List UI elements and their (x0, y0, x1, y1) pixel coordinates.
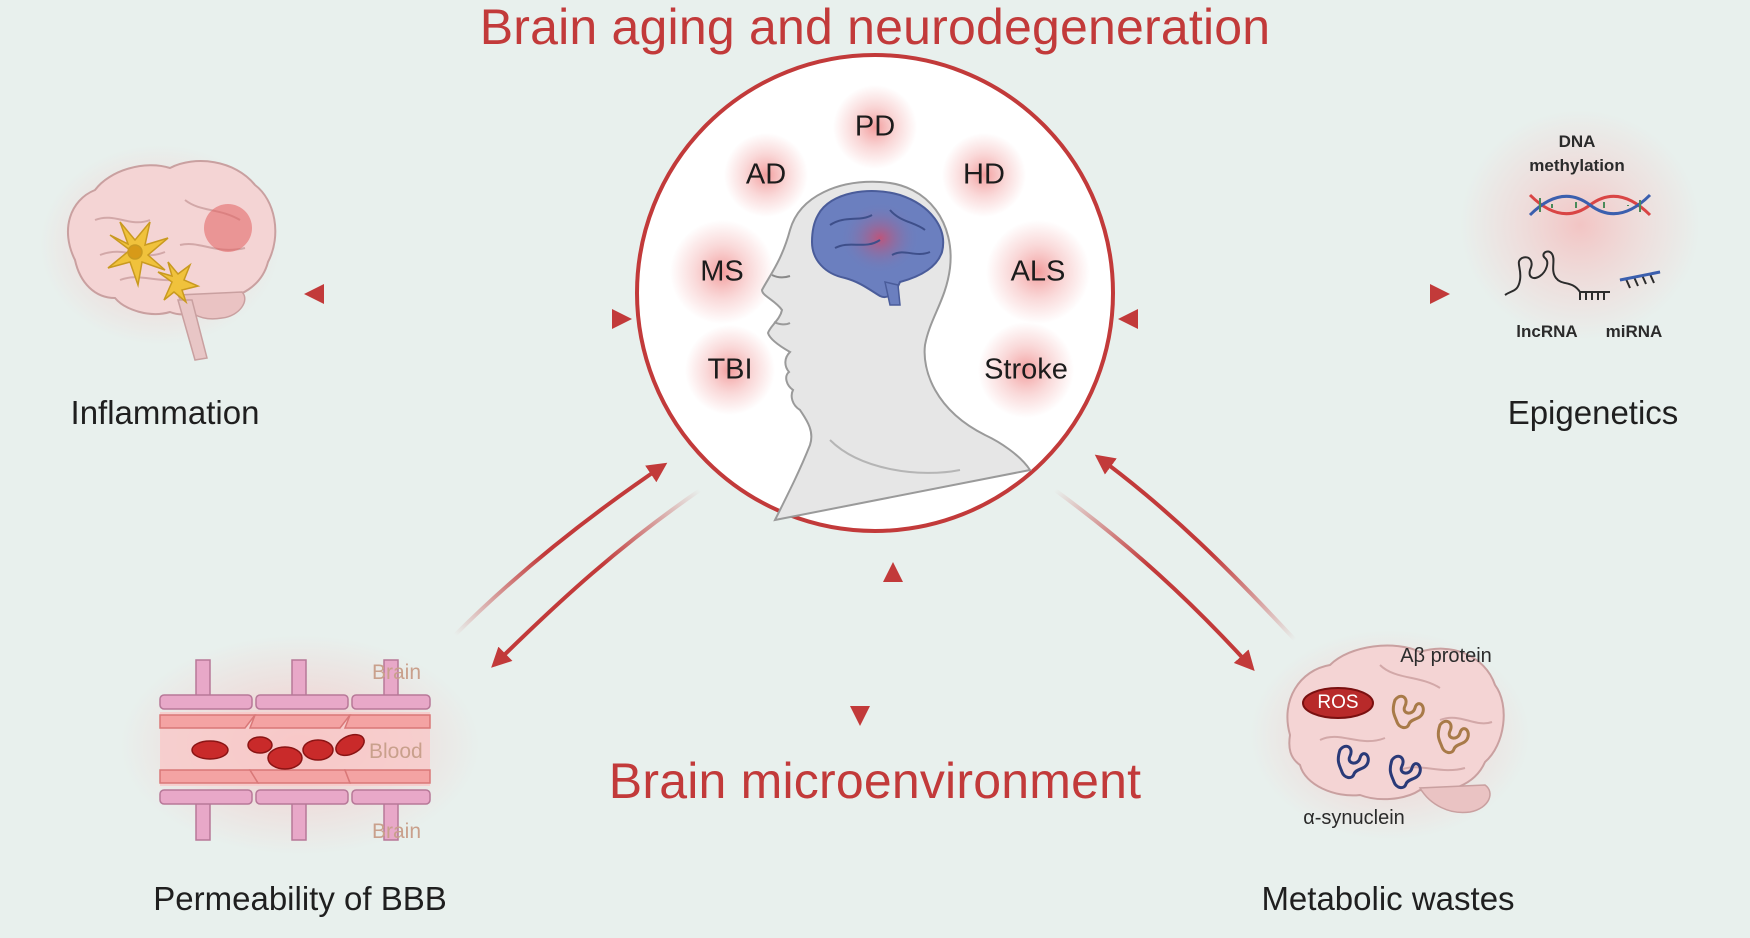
metabolic-wastes-illustration (1250, 630, 1530, 840)
disease-hd: HD (963, 158, 1005, 191)
arrow-from-wastes (1094, 454, 1297, 642)
label-lncrna: lncRNA (1516, 322, 1578, 341)
label-mirna: miRNA (1605, 322, 1663, 341)
label-synuclein: α-synuclein (1303, 807, 1405, 829)
glow-als (986, 220, 1090, 324)
glow-stroke (978, 322, 1074, 418)
title-top: Brain aging and neurodegeneration (479, 0, 1271, 55)
bbb-illustration (120, 635, 480, 855)
head-silhouette (760, 180, 1032, 522)
label-bbb-brain-top: Brain (372, 661, 422, 684)
glow-tbi (685, 325, 775, 415)
title-bottom: Brain microenvironment (608, 753, 1142, 809)
glow-ms (670, 220, 774, 324)
inflammation-brain-illustration (40, 145, 280, 361)
disease-pd: PD (854, 110, 896, 143)
arrow-to-bbb (491, 488, 702, 668)
arrow-from-bbb (453, 462, 668, 637)
label-bbb: Permeability of BBB (153, 880, 447, 917)
label-bbb-blood: Blood (369, 740, 423, 763)
glow-ad (724, 133, 808, 217)
arrow-to-wastes (1053, 488, 1255, 671)
glow-hd (942, 133, 1026, 217)
label-abeta: Aβ protein (1400, 645, 1492, 667)
disease-als: ALS (1010, 255, 1066, 288)
epigenetics-illustration (1460, 110, 1700, 340)
disease-tbi: TBI (707, 353, 753, 386)
disease-ms: MS (700, 255, 744, 288)
disease-ad: AD (745, 158, 787, 191)
label-ros: ROS (1317, 692, 1359, 713)
label-epigenetics: Epigenetics (1507, 394, 1679, 431)
label-inflammation: Inflammation (70, 394, 260, 431)
glow-pd (833, 85, 917, 169)
label-wastes: Metabolic wastes (1261, 880, 1515, 917)
label-dna-methylation: DNA methylation (1529, 132, 1625, 175)
disease-stroke: Stroke (984, 353, 1068, 386)
label-bbb-brain-bottom: Brain (372, 820, 422, 843)
